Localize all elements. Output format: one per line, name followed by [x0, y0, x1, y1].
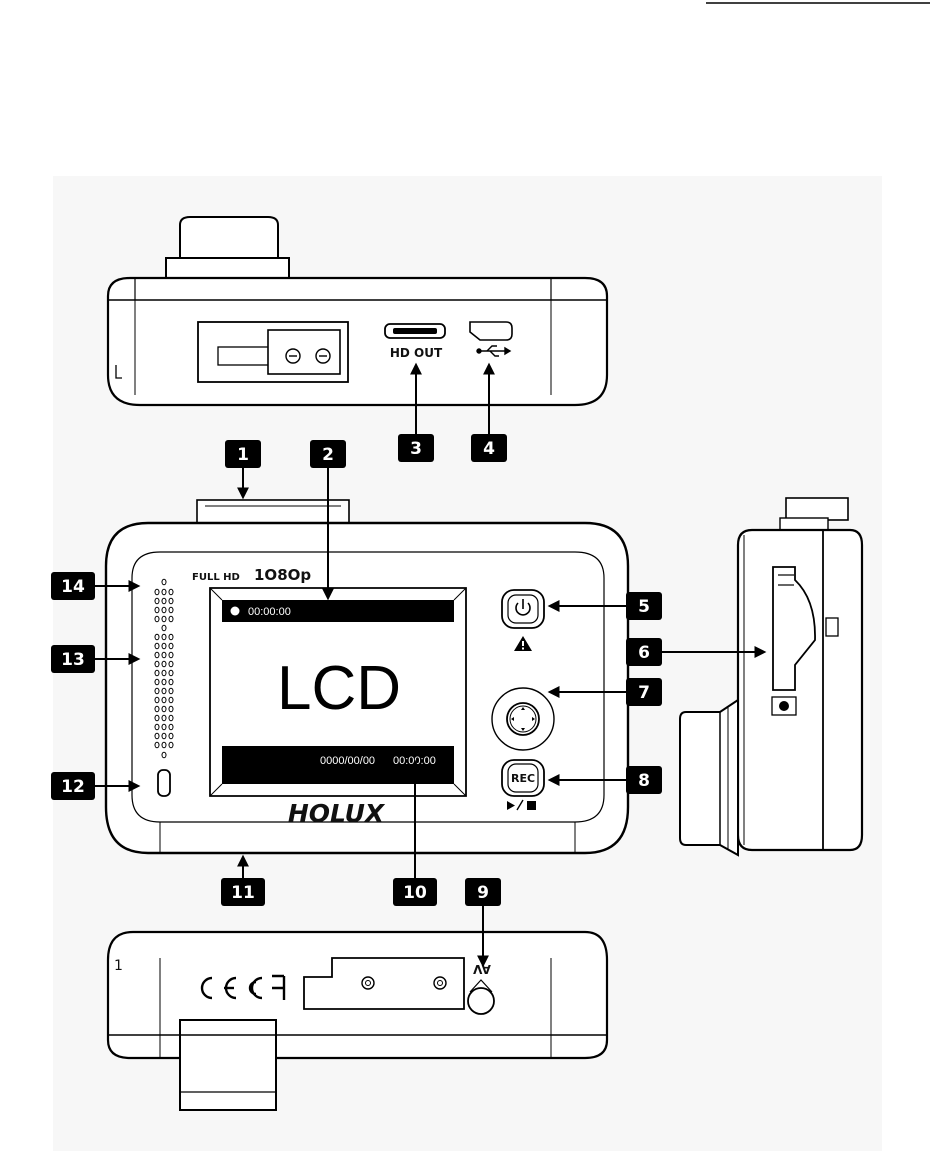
callout-1: 1 [225, 440, 261, 468]
usb-port [470, 322, 512, 340]
svg-text:14: 14 [61, 577, 85, 597]
top-view-mount [180, 217, 278, 260]
side-lens [680, 700, 738, 855]
joystick-control[interactable] [492, 688, 554, 750]
svg-text:12: 12 [61, 777, 85, 797]
callout-9: 9 [465, 878, 501, 906]
callout-13: 13 [51, 645, 95, 673]
svg-text:9: 9 [477, 883, 489, 903]
svg-text:8: 8 [638, 771, 650, 791]
svg-text:4: 4 [483, 439, 495, 459]
av-port [468, 988, 494, 1014]
callout-3: 3 [398, 434, 434, 462]
lcd-date: 0000/00/00 [320, 755, 375, 767]
top-view-body [108, 278, 607, 405]
svg-text:2: 2 [322, 445, 334, 465]
lcd-label: LCD [277, 654, 401, 723]
svg-text:7: 7 [638, 683, 650, 703]
svg-text:10: 10 [403, 883, 427, 903]
callout-4: 4 [471, 434, 507, 462]
callout-7: 7 [626, 678, 662, 706]
callout-6: 6 [626, 638, 662, 666]
rec-indicator-dot [231, 607, 240, 616]
callout-11: 11 [221, 878, 265, 906]
svg-text:3: 3 [410, 439, 422, 459]
side-view-body [738, 530, 862, 850]
rec-button-label: REC [511, 772, 535, 785]
av-label: AV [472, 962, 490, 976]
callout-14: 14 [51, 572, 95, 600]
svg-text:5: 5 [638, 597, 650, 617]
bottom-mount [180, 1020, 276, 1110]
callout-12: 12 [51, 772, 95, 800]
lcd-rec-time: 00:00:00 [248, 606, 291, 618]
callout-10: 10 [393, 878, 437, 906]
hd-out-label: HD OUT [390, 346, 443, 360]
bottom-edge-mark: 1 [114, 958, 123, 974]
callout-5: 5 [626, 592, 662, 620]
full-hd-prefix: FULL HD [192, 572, 240, 583]
svg-text:13: 13 [61, 650, 85, 670]
resolution-value: 1O8Op [254, 566, 311, 584]
top-view-mount-base [166, 258, 289, 278]
svg-text:11: 11 [231, 883, 255, 903]
callout-8: 8 [626, 766, 662, 794]
svg-text:6: 6 [638, 643, 650, 663]
status-led [158, 770, 170, 796]
callout-2: 2 [310, 440, 346, 468]
svg-text:1: 1 [237, 445, 249, 465]
brand-logo: HOLUX [288, 799, 386, 828]
